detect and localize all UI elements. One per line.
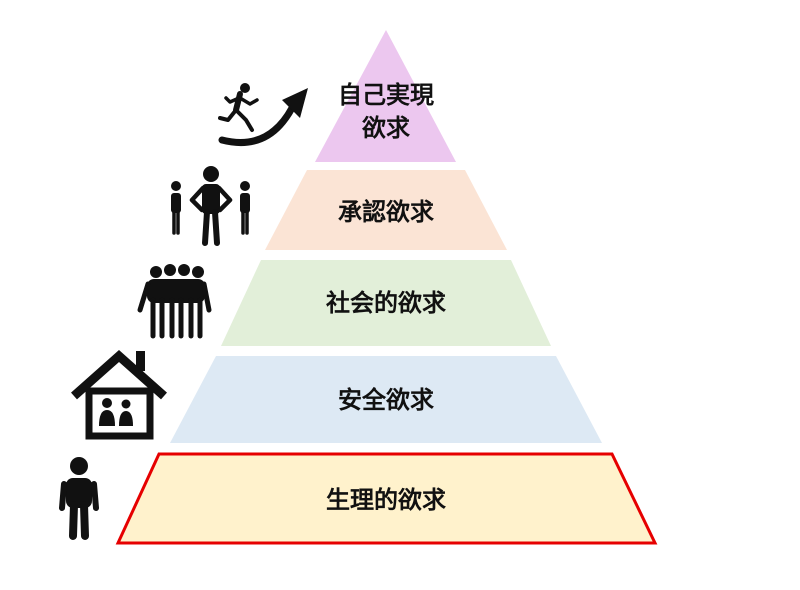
tier-physiological-shape	[115, 452, 658, 545]
tier-self-actualization-shape	[315, 30, 456, 162]
tier-esteem: 承認欲求	[265, 170, 507, 250]
people-group-icon	[137, 264, 212, 339]
house-family-icon	[71, 349, 167, 440]
tier-self-actualization-label-line1: 自己実現	[338, 81, 434, 109]
tier-self-actualization: 自己実現 欲求	[315, 30, 456, 162]
tier-self-actualization-label-line2: 欲求	[361, 114, 410, 142]
leader-group-icon	[171, 166, 250, 246]
running-person-arrow-icon	[218, 83, 308, 147]
tier-social-shape	[221, 260, 551, 346]
tier-safety-label: 安全欲求	[338, 386, 434, 414]
tier-safety-shape	[170, 356, 602, 443]
tier-physiological-label: 生理的欲求	[326, 486, 446, 514]
tier-safety: 安全欲求	[170, 356, 602, 443]
person-icon	[59, 457, 99, 540]
tier-social-label: 社会的欲求	[326, 289, 446, 317]
tier-social: 社会的欲求	[221, 260, 551, 346]
tier-physiological: 生理的欲求	[115, 452, 658, 545]
tier-esteem-label: 承認欲求	[338, 198, 434, 226]
tier-esteem-shape	[265, 170, 507, 250]
